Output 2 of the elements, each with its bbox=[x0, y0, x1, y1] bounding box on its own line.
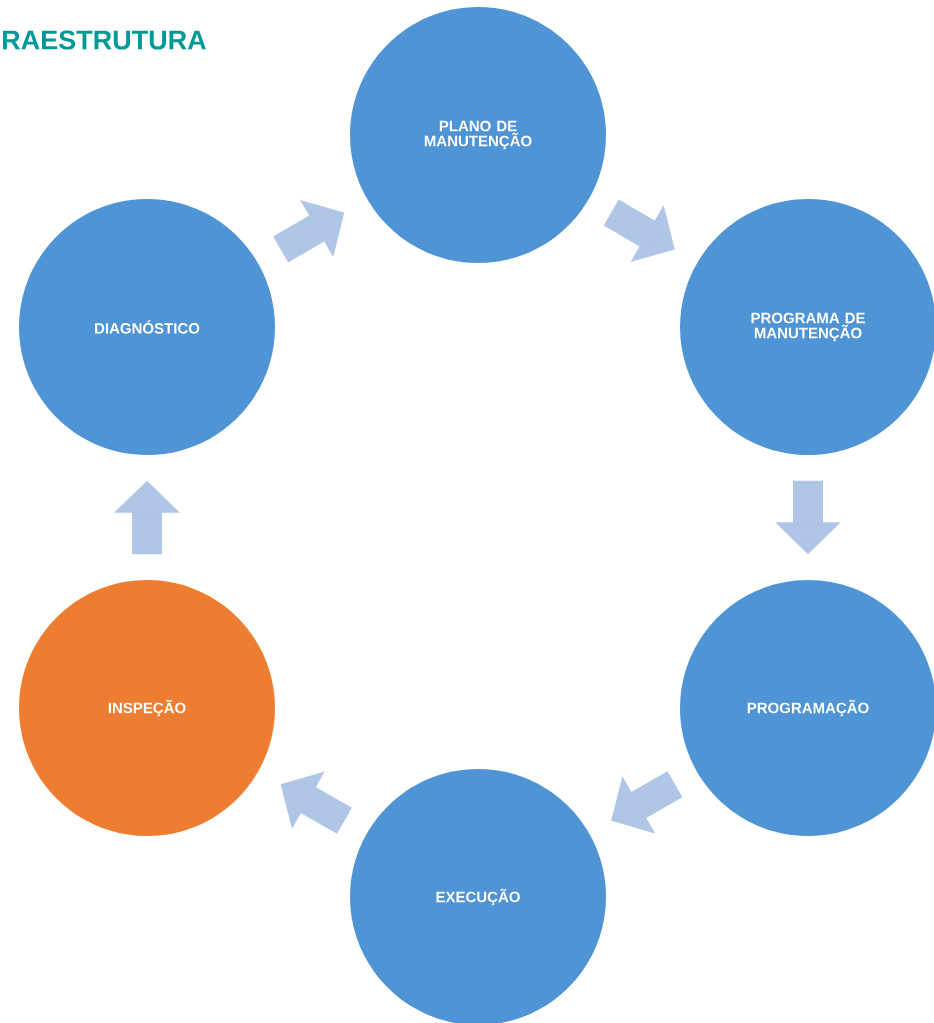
heading: RAESTRUTURA bbox=[3, 30, 206, 50]
block-arrow bbox=[611, 771, 683, 834]
